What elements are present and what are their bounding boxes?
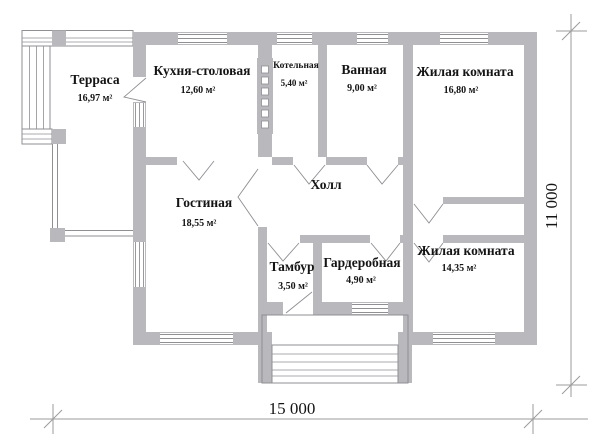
room-area-living-2: 14,35 м² — [442, 263, 477, 274]
terrace-post — [50, 228, 65, 242]
window-icon — [433, 333, 495, 344]
terrace-side-stairs — [21, 45, 53, 145]
window-icon — [178, 33, 227, 44]
terrace-post — [52, 129, 66, 144]
room-label-bathroom: Ванная — [341, 62, 386, 77]
door-swing-icon — [267, 242, 300, 262]
dimension-width-label: 15 000 — [269, 399, 316, 418]
porch-steps — [261, 314, 409, 384]
room-label-terrace: Терраса — [70, 72, 119, 87]
window-icon — [352, 303, 388, 314]
door-swing-icon — [285, 291, 313, 314]
terrace-structure — [21, 30, 134, 242]
door-swing-icon — [237, 168, 259, 227]
room-labels: Терраса 16,97 м² Кухня-столовая 12,60 м²… — [70, 61, 514, 292]
door-openings — [123, 77, 444, 315]
room-label-wardrobe: Гардеробная — [323, 255, 400, 270]
porch-column — [398, 345, 412, 383]
room-area-boiler: 5,40 м² — [281, 78, 308, 88]
room-label-kitchen-dining: Кухня-столовая — [154, 63, 251, 78]
door-swing-icon — [366, 164, 399, 185]
room-area-wardrobe: 4,90 м² — [346, 275, 376, 286]
window-icon — [357, 33, 388, 44]
terrace-post — [52, 30, 66, 46]
window-icon — [134, 242, 145, 287]
door-swing-icon — [293, 164, 326, 185]
room-area-bathroom: 9,00 м² — [347, 83, 377, 94]
chimney-icon — [257, 58, 273, 134]
room-area-lounge: 18,55 м² — [182, 218, 217, 229]
porch-column — [258, 345, 272, 383]
room-label-lounge: Гостиная — [176, 195, 232, 210]
door-swing-icon — [123, 77, 147, 103]
windows — [134, 33, 495, 344]
room-area-kitchen-dining: 12,60 м² — [181, 85, 216, 96]
window-icon — [160, 333, 233, 344]
door-swing-icon — [413, 242, 444, 263]
door-swing-icon — [370, 242, 401, 262]
room-label-boiler: Котельная — [273, 61, 319, 71]
dimension-lines: 15 000 11 000 — [30, 14, 588, 434]
door-swing-icon — [182, 160, 215, 181]
door-swing-icon — [413, 203, 444, 224]
dimension-height-label: 11 000 — [542, 183, 561, 229]
room-label-hall: Холл — [310, 177, 341, 192]
window-icon — [277, 33, 312, 44]
room-label-living-2: Жилая комната — [417, 243, 514, 258]
window-icon — [440, 33, 488, 44]
room-area-terrace: 16,97 м² — [78, 93, 113, 104]
room-area-vestibule: 3,50 м² — [278, 281, 308, 292]
window-icon — [134, 103, 145, 127]
room-label-living-1: Жилая комната — [416, 64, 513, 79]
room-area-living-1: 16,80 м² — [444, 85, 479, 96]
room-label-vestibule: Тамбур — [269, 259, 314, 274]
